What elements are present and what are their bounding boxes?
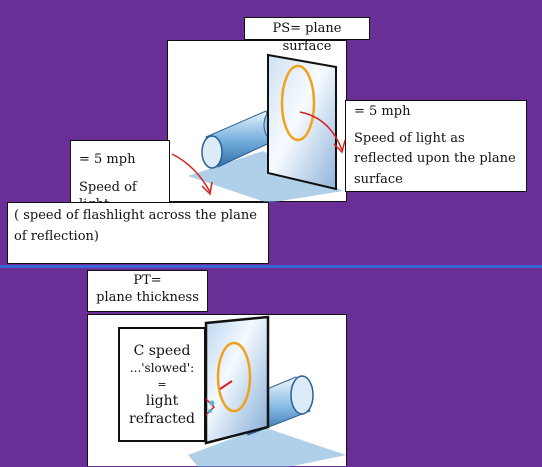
floor-shadow-bottom	[188, 427, 346, 467]
right-speed: = 5 mph	[354, 104, 411, 119]
c-speed-box: C speed ...'slowed': = light refracted	[118, 327, 206, 442]
refraction-ring	[216, 341, 252, 413]
floor-shadow	[188, 151, 343, 203]
flashlight-end-bottom	[290, 375, 314, 415]
right-speed-box: = 5 mph Speed of light as reflected upon…	[345, 100, 527, 192]
refraction-illustration	[188, 315, 346, 467]
flashlight-note: ( speed of flashlight across the plane o…	[14, 208, 257, 245]
pt-label-line2: plane thickness	[96, 289, 199, 305]
flashlight-mirror-illustration	[188, 53, 343, 203]
slowed-label: ...'slowed':	[129, 360, 195, 375]
left-speed-box: = 5 mph Speed of light	[70, 140, 170, 212]
light-label: light	[145, 393, 179, 410]
pt-label-box: PT= plane thickness	[87, 270, 208, 312]
ps-label-box: PS= plane surface	[244, 17, 370, 54]
section-divider	[0, 265, 542, 268]
ps-label: PS= plane surface	[272, 21, 342, 54]
flashlight-note-box: ( speed of flashlight across the plane o…	[7, 202, 269, 264]
right-description: Speed of light as reflected upon the pla…	[354, 130, 516, 188]
left-speed: = 5 mph	[79, 152, 136, 167]
plane-thickness-slab	[204, 315, 270, 445]
flashlight-end	[201, 135, 223, 169]
reflection-ring	[280, 64, 316, 142]
plane-surface	[267, 53, 337, 191]
refracted-label: refracted	[129, 410, 195, 427]
top-illustration-panel	[167, 40, 347, 203]
c-speed-label: C speed	[133, 343, 191, 359]
equals-sign: =	[157, 377, 167, 391]
pt-label-line1: PT=	[133, 273, 162, 288]
